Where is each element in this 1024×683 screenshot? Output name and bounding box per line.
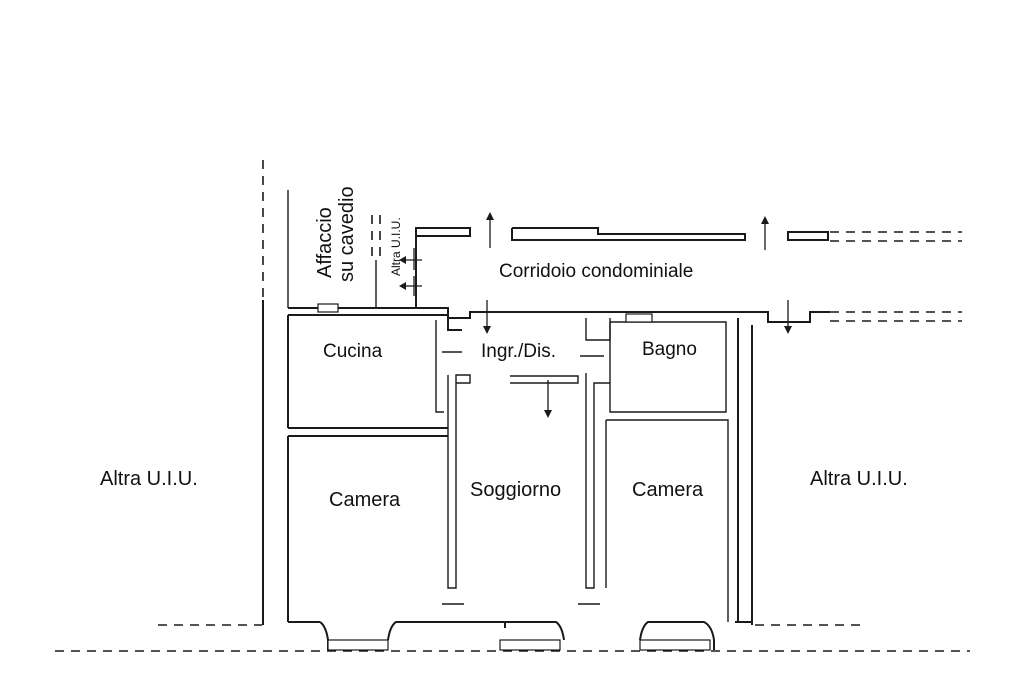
label-altra-uiu-right: Altra U.I.U. (810, 468, 908, 490)
corridor-walls (415, 227, 830, 323)
label-altra-uiu-small: Altra U.I.U. (389, 217, 403, 276)
interior-partitions (435, 313, 729, 622)
window-camera-right (639, 639, 711, 651)
label-camera-right: Camera (632, 479, 704, 501)
label-camera-left: Camera (329, 489, 401, 511)
label-soggiorno: Soggiorno (470, 479, 561, 501)
label-altra-uiu-left: Altra U.I.U. (100, 468, 198, 490)
label-bagno: Bagno (642, 339, 697, 360)
apartment-walls (287, 303, 752, 623)
party-walls (262, 190, 753, 625)
label-corridoio: Corridoio condominiale (499, 261, 693, 282)
access-arrows (399, 212, 792, 418)
label-affaccio-line1: Affaccio (314, 207, 336, 278)
boundary-dashed-lines (55, 160, 970, 652)
label-affaccio-line2: su cavedio (336, 186, 358, 282)
label-ingresso: Ingr./Dis. (481, 341, 556, 362)
window-soggiorno (499, 639, 561, 651)
facade (319, 621, 715, 651)
window-camera-left (327, 639, 389, 651)
label-cucina: Cucina (323, 341, 383, 362)
